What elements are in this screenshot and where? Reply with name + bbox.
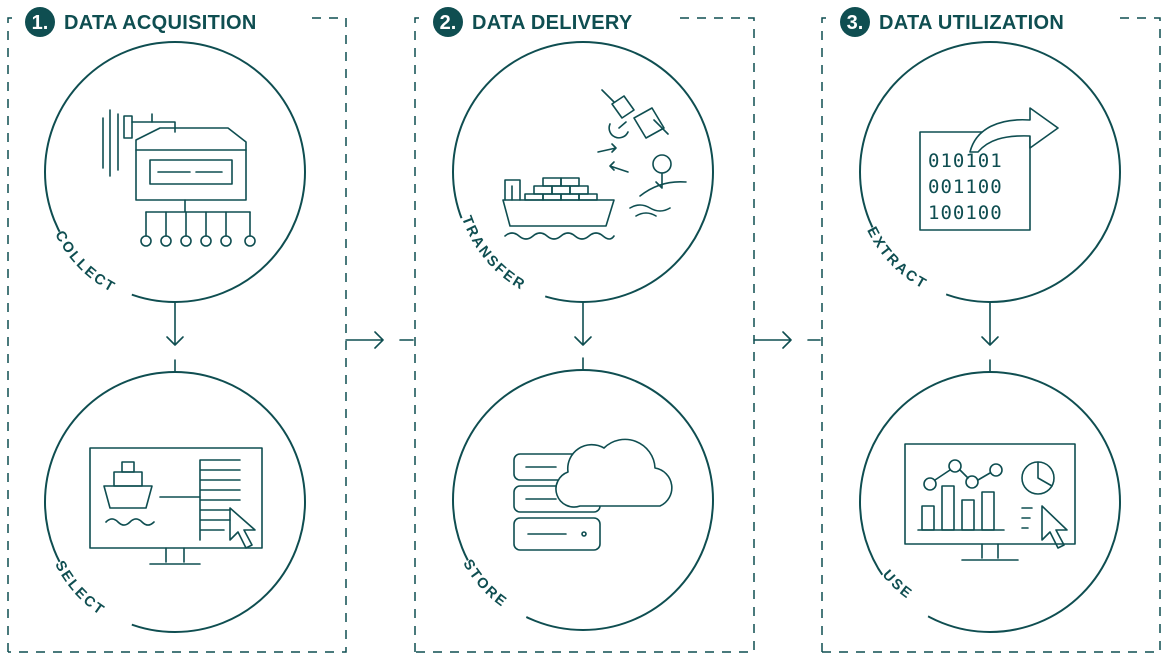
binary-row-2: 001100 <box>928 176 1003 198</box>
down-arrow-icon <box>166 301 184 373</box>
stage-3-frame <box>821 17 1161 653</box>
right-arrow-icon <box>753 331 821 349</box>
transfer-circle <box>452 41 714 303</box>
server-cloud-storage-icon <box>513 438 673 551</box>
down-arrow-icon <box>574 301 592 371</box>
stage-3-title: DATA UTILIZATION <box>879 12 1064 34</box>
down-arrow-icon <box>981 301 999 373</box>
stage-1-number: 1. <box>32 12 49 34</box>
analytics-dashboard-icon <box>904 443 1076 561</box>
binary-row-3: 100100 <box>928 202 1003 224</box>
satellite-ship-transfer-icon <box>502 89 687 240</box>
stage-2-header: 2. DATA DELIVERY <box>433 7 633 37</box>
use-circle <box>859 371 1121 633</box>
stage-1-header: 1. DATA ACQUISITION <box>25 7 257 37</box>
ship-monitor-selection-icon <box>89 447 263 565</box>
binary-data-extract-icon: 010101 001100 100100 <box>919 107 1059 231</box>
industrial-sensor-hub-icon <box>102 109 256 247</box>
stage-2-number: 2. <box>440 12 457 34</box>
select-circle <box>44 371 306 633</box>
stage-3-number: 3. <box>847 12 864 34</box>
extract-circle <box>859 41 1121 303</box>
stage-3-header: 3. DATA UTILIZATION <box>840 7 1064 37</box>
stage-2-title: DATA DELIVERY <box>472 12 633 34</box>
stage-2-number-badge <box>433 7 463 37</box>
stage-2-frame <box>414 17 755 653</box>
stage-1-title: DATA ACQUISITION <box>64 12 257 34</box>
stage-1-frame <box>7 17 347 653</box>
right-arrow-icon <box>345 331 414 349</box>
stage-3-number-badge <box>840 7 870 37</box>
binary-row-1: 010101 <box>928 150 1003 172</box>
stage-1-number-badge <box>25 7 55 37</box>
